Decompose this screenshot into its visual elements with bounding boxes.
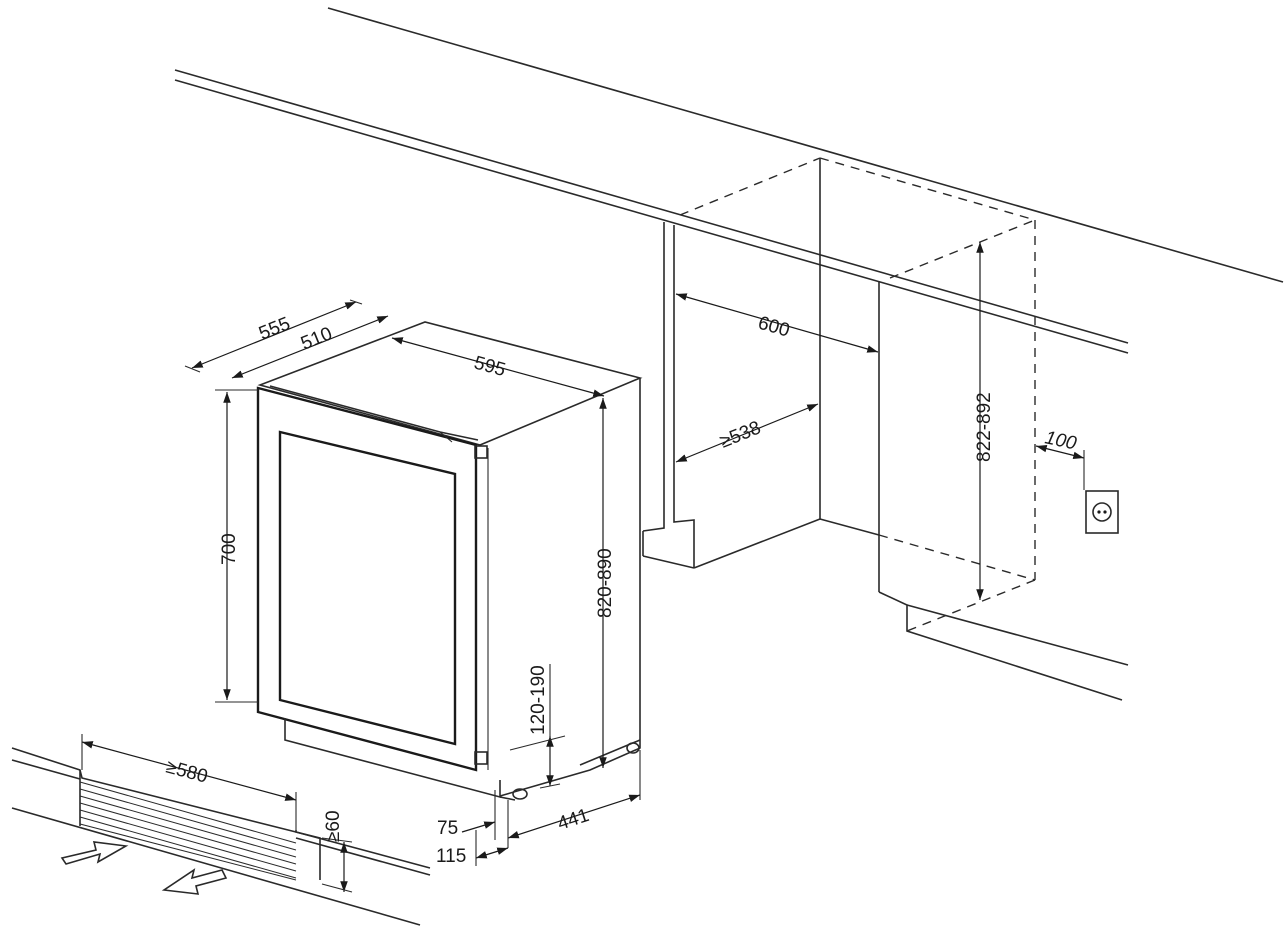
label-niche-width: 600	[756, 313, 792, 342]
airflow-in-arrow-icon	[60, 841, 129, 865]
floor-and-vent	[11, 747, 431, 926]
dimension-lines	[81, 242, 1085, 893]
label-niche-min-width: ≥538	[717, 417, 764, 452]
airflow-out-arrow-icon	[161, 868, 228, 895]
wine-cooler	[256, 321, 643, 801]
label-socket-offset: 100	[1043, 427, 1079, 454]
label-base-depth: 441	[555, 805, 592, 835]
label-height-adjustable: 820-890	[595, 548, 616, 618]
power-socket-icon	[1085, 490, 1119, 534]
countertop-lines	[174, 7, 1284, 354]
label-niche-height: 822-892	[974, 392, 995, 462]
label-depth-cabinet: 510	[298, 323, 335, 354]
label-vent-height: ≥60	[323, 810, 344, 842]
label-vent-width: ≥580	[164, 757, 210, 788]
label-foot-offset: 75	[437, 818, 458, 839]
label-depth-overall: 555	[256, 313, 293, 344]
label-width: 595	[472, 353, 508, 381]
label-door-height: 700	[219, 533, 240, 565]
label-plinth-height: 120-190	[528, 665, 549, 735]
label-plinth-offset: 115	[436, 846, 466, 867]
